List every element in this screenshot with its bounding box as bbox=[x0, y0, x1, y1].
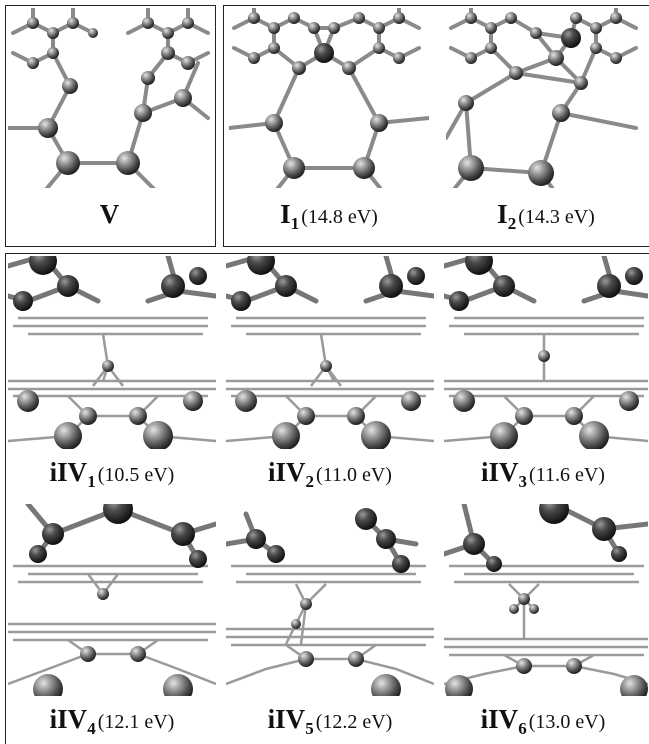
label-energy: (12.2 eV) bbox=[315, 711, 393, 733]
label-v: V bbox=[6, 199, 213, 234]
label-iiv4: iIV4(12.1 eV) bbox=[6, 704, 218, 739]
label-sub: 5 bbox=[305, 719, 314, 738]
structure-i1 bbox=[229, 8, 429, 188]
molecule-iiv1-image bbox=[8, 256, 216, 449]
structure-v bbox=[8, 8, 213, 188]
label-main: iIV bbox=[481, 457, 519, 487]
label-sub: 4 bbox=[87, 719, 96, 738]
label-energy: (14.3 eV) bbox=[518, 206, 595, 228]
structure-iiv6 bbox=[444, 504, 648, 696]
label-main: iIV bbox=[49, 704, 88, 734]
molecule-iiv3-image bbox=[444, 256, 648, 449]
molecule-iiv6-image bbox=[444, 504, 648, 696]
label-energy: (11.0 eV) bbox=[316, 464, 392, 486]
label-sub: 1 bbox=[87, 472, 96, 491]
label-iiv5: iIV5(12.2 eV) bbox=[224, 704, 436, 739]
structure-iiv2 bbox=[226, 256, 434, 449]
label-i2: I2(14.3 eV) bbox=[446, 199, 646, 234]
structure-iiv4 bbox=[8, 504, 216, 696]
label-iiv2: iIV2(11.0 eV) bbox=[224, 457, 436, 492]
label-iiv6: iIV6(13.0 eV) bbox=[438, 704, 648, 739]
label-sub: 3 bbox=[518, 472, 528, 491]
molecule-iiv2-image bbox=[226, 256, 434, 449]
label-i1: I1(14.8 eV) bbox=[229, 199, 429, 234]
molecule-i1-image bbox=[229, 8, 429, 188]
label-sub: 2 bbox=[507, 214, 517, 233]
label-main: I bbox=[280, 199, 291, 229]
label-sub: 2 bbox=[305, 472, 315, 491]
molecule-iiv5-image bbox=[226, 508, 434, 696]
label-energy: (14.8 eV) bbox=[301, 206, 378, 228]
structure-iiv1 bbox=[8, 256, 216, 449]
label-main: I bbox=[497, 199, 508, 229]
label-main: iIV bbox=[49, 457, 88, 487]
panel-intimate-pairs: iIV1(10.5 eV) iIV2(11.0 eV) iIV3(11.6 eV… bbox=[5, 253, 649, 744]
panel-vacancy: V bbox=[5, 5, 216, 247]
molecule-iiv4-image bbox=[8, 504, 216, 696]
structure-iiv5 bbox=[226, 504, 434, 696]
molecule-v-image bbox=[8, 8, 210, 188]
label-energy: (12.1 eV) bbox=[97, 711, 175, 733]
label-energy: (11.6 eV) bbox=[529, 464, 605, 486]
label-main: iIV bbox=[267, 704, 306, 734]
label-iiv1: iIV1(10.5 eV) bbox=[6, 457, 218, 492]
label-energy: (13.0 eV) bbox=[528, 711, 606, 733]
label-main: iIV bbox=[480, 704, 519, 734]
label-energy: (10.5 eV) bbox=[97, 464, 175, 486]
label-sub: 6 bbox=[518, 719, 527, 738]
panel-interstitials: I1(14.8 eV) I2(14.3 eV) bbox=[223, 5, 649, 247]
label-iiv3: iIV3(11.6 eV) bbox=[438, 457, 648, 492]
structure-i2 bbox=[446, 8, 646, 188]
structure-iiv3 bbox=[444, 256, 648, 449]
label-main: V bbox=[99, 199, 120, 229]
label-sub: 1 bbox=[290, 214, 300, 233]
label-main: iIV bbox=[268, 457, 306, 487]
molecule-i2-image bbox=[446, 8, 638, 188]
